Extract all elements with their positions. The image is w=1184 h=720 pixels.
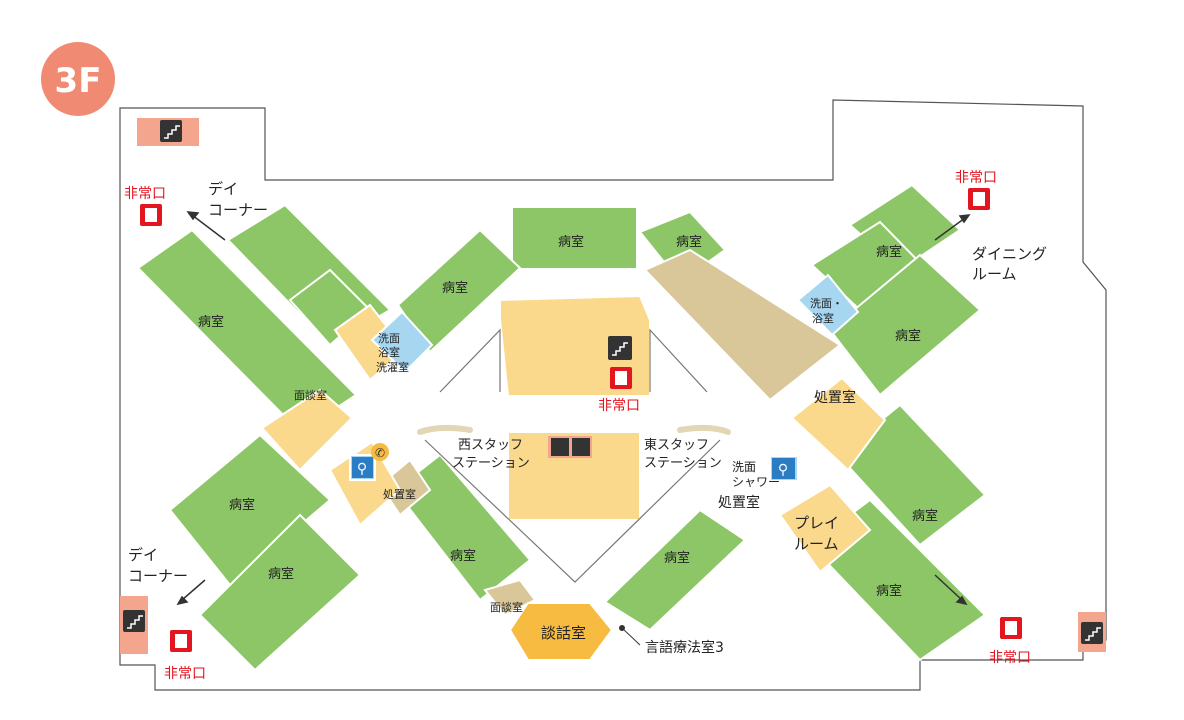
interview-room-label: 面談室 xyxy=(294,388,327,402)
stairs-nw xyxy=(137,118,199,146)
emergency-exit-icon xyxy=(1000,617,1022,639)
emergency-exit-icon xyxy=(140,204,162,226)
telephone-icon: ✆ xyxy=(371,443,389,461)
interview-room-south xyxy=(483,578,537,617)
west-toilet-area xyxy=(328,440,402,527)
svg-text:⚲: ⚲ xyxy=(357,461,367,477)
wash-shower-label-line1: 洗面 xyxy=(732,460,756,474)
dining-room-label-line2: ルーム xyxy=(972,265,1017,283)
emergency-exit-label: 非常口 xyxy=(124,186,166,202)
restroom-icon: ⚲ xyxy=(772,458,795,479)
emergency-exit-label: 非常口 xyxy=(955,170,997,186)
interview-room-label: 面談室 xyxy=(490,600,523,614)
wash-shower-label-line2: シャワー xyxy=(732,475,780,489)
ne-utility-area xyxy=(643,248,842,402)
emergency-exit-label: 非常口 xyxy=(989,650,1031,666)
day-corner-label-line1: デイ xyxy=(128,546,158,564)
stairs-icon xyxy=(1081,622,1103,644)
svg-text:⚲: ⚲ xyxy=(778,462,788,478)
wash-laundry-label-line1: 洗面 xyxy=(378,332,400,345)
treatment-room-label: 処置室 xyxy=(383,487,416,501)
play-room-label-line1: プレイ xyxy=(794,514,839,532)
west-station-label-line1: 西スタッフ xyxy=(458,438,523,453)
ward-label: 病室 xyxy=(876,244,902,260)
corridor-curves xyxy=(417,424,731,435)
ward-label: 病室 xyxy=(268,566,294,582)
restroom-icon: ⚲ xyxy=(352,457,373,478)
wash-laundry-room xyxy=(370,310,434,374)
stairs-sw xyxy=(120,596,148,654)
wash-laundry-label-line3: 洗濯室 xyxy=(376,360,409,374)
direction-arrows xyxy=(176,211,971,606)
wash-bath-label-line2: 浴室 xyxy=(812,311,834,325)
east-station-label-line2: ステーション xyxy=(644,456,722,471)
ward-label: 病室 xyxy=(912,508,938,524)
play-room-area xyxy=(778,483,872,574)
talk-room xyxy=(508,602,614,661)
stairs-icon xyxy=(160,120,182,142)
east-treatment-area xyxy=(790,376,887,472)
emergency-exit-icon xyxy=(968,188,990,210)
ward-label: 病室 xyxy=(876,583,902,599)
emergency-exit-icon xyxy=(610,367,632,389)
day-corner-label-line2: コーナー xyxy=(128,567,188,585)
ward-label: 病室 xyxy=(450,548,476,564)
ward-label: 病室 xyxy=(895,328,921,344)
emergency-exit-label: 非常口 xyxy=(598,398,640,414)
stairs-icon xyxy=(123,610,145,632)
sw-ward-block xyxy=(168,433,362,672)
dining-room-label-line1: ダイニング xyxy=(972,245,1047,263)
stairs-se xyxy=(1078,612,1106,652)
ward-label: 病室 xyxy=(664,550,690,566)
ward-label: 病室 xyxy=(198,314,224,330)
play-room-label-line2: ルーム xyxy=(794,535,839,553)
west-interview-area xyxy=(260,388,354,472)
speech-room-label: 言語療法室3 xyxy=(645,639,724,656)
wash-bath-label-line1: 洗面・ xyxy=(810,297,843,310)
treatment-room-label: 処置室 xyxy=(814,389,856,406)
emergency-exit-label: 非常口 xyxy=(164,666,206,682)
treatment-room-label: 処置室 xyxy=(718,494,760,511)
floor-label: 3F xyxy=(55,61,102,101)
talk-room-label: 談話室 xyxy=(541,624,586,642)
day-corner-label-line1: デイ xyxy=(208,180,238,198)
corridor-lines xyxy=(424,328,721,583)
stairs-center xyxy=(608,336,632,360)
ward-label: 病室 xyxy=(229,497,255,513)
ward-label: 病室 xyxy=(442,280,468,296)
floor-badge: 3F xyxy=(41,42,115,116)
day-corner-label-line2: コーナー xyxy=(208,201,268,219)
west-station-label-line2: ステーション xyxy=(452,456,530,471)
east-station-label-line1: 東スタッフ xyxy=(644,437,709,453)
nw-ward-block xyxy=(136,203,392,434)
wash-bath-room xyxy=(796,273,860,337)
speech-room-leader xyxy=(621,627,641,646)
emergency-exit-icon xyxy=(170,630,192,652)
svg-text:✆: ✆ xyxy=(375,446,385,460)
wash-laundry-label-line2: 浴室 xyxy=(378,345,400,359)
ward-label: 病室 xyxy=(676,234,702,250)
elevator-icon xyxy=(548,436,592,458)
treatment-room-west xyxy=(378,458,432,517)
ward-label: 病室 xyxy=(558,234,584,250)
